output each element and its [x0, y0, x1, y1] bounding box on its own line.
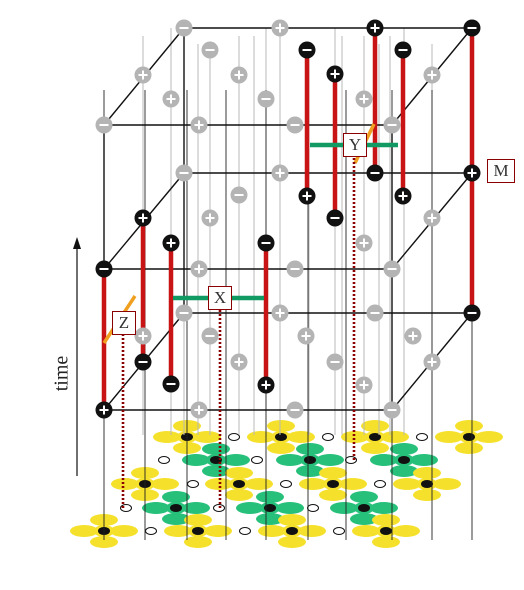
minus-charge-icon: [383, 401, 401, 419]
base-vertex-dot: [358, 504, 370, 512]
plus-charge-icon: [257, 376, 275, 394]
base-vertex-dot: [286, 527, 298, 535]
minus-charge-icon: [366, 304, 384, 322]
minus-charge-icon: [383, 116, 401, 134]
base-vertex-dot: [170, 504, 182, 512]
plus-charge-icon: [162, 234, 180, 252]
minus-charge-icon: [257, 90, 275, 108]
plus-charge-icon: [355, 90, 373, 108]
base-hollow-dot: [416, 433, 428, 441]
plus-charge-icon: [271, 164, 289, 182]
base-hollow-dot: [187, 480, 199, 488]
minus-charge-icon: [95, 260, 113, 278]
base-hollow-dot: [322, 433, 334, 441]
plus-charge-icon: [134, 209, 152, 227]
lattice-cube-edges: [103, 27, 473, 411]
time-arrow: [73, 237, 81, 476]
plus-charge-icon: [355, 234, 373, 252]
plus-charge-icon: [366, 19, 384, 37]
plus-charge-icon: [190, 116, 208, 134]
minus-charge-icon: [286, 116, 304, 134]
minus-charge-icon: [326, 209, 344, 227]
plus-charge-icon: [162, 90, 180, 108]
base-vertex-dot: [369, 433, 381, 441]
plus-charge-icon: [297, 327, 315, 345]
minus-charge-icon: [326, 353, 344, 371]
plus-charge-icon: [190, 260, 208, 278]
base-vertex-dot: [192, 527, 204, 535]
label-y: Y: [343, 133, 367, 157]
plus-charge-icon: [298, 187, 316, 205]
minus-charge-icon: [201, 41, 219, 59]
base-plaquette-layer: [70, 420, 503, 548]
base-hollow-dot: [239, 527, 251, 535]
minus-charge-icon: [463, 19, 481, 37]
plus-charge-icon: [326, 65, 344, 83]
base-hollow-dot: [280, 480, 292, 488]
minus-charge-icon: [463, 304, 481, 322]
minus-charge-icon: [286, 260, 304, 278]
time-axis-label: time: [50, 355, 73, 392]
base-hollow-dot: [374, 480, 386, 488]
plus-charge-icon: [463, 164, 481, 182]
base-vertex-dot: [233, 480, 245, 488]
plus-charge-icon: [134, 327, 152, 345]
minus-charge-icon: [175, 164, 193, 182]
plus-charge-icon: [423, 209, 441, 227]
base-hollow-dot: [145, 527, 157, 535]
minus-charge-icon: [394, 41, 412, 59]
charge-markers: [95, 19, 481, 419]
minus-charge-icon: [95, 116, 113, 134]
base-hollow-dot: [307, 504, 319, 512]
base-hollow-dot: [228, 433, 240, 441]
base-vertex-dot: [304, 456, 316, 464]
minus-charge-icon: [383, 260, 401, 278]
plus-charge-icon: [394, 187, 412, 205]
base-vertex-dot: [264, 504, 276, 512]
plus-charge-icon: [190, 401, 208, 419]
minus-charge-icon: [134, 353, 152, 371]
base-vertex-dot: [463, 433, 475, 441]
error-worldlines: [101, 28, 475, 410]
dotted-projections: [121, 158, 356, 510]
base-hollow-dot: [333, 527, 345, 535]
minus-charge-icon: [298, 41, 316, 59]
label-z: Z: [112, 311, 136, 335]
base-vertex-dot: [398, 456, 410, 464]
base-hollow-dot: [158, 456, 170, 464]
plus-charge-icon: [404, 327, 422, 345]
plus-charge-icon: [355, 376, 373, 394]
minus-charge-icon: [257, 234, 275, 252]
base-vertex-dot: [275, 433, 287, 441]
plus-charge-icon: [423, 353, 441, 371]
plus-charge-icon: [271, 304, 289, 322]
plus-charge-icon: [423, 66, 441, 84]
minus-charge-icon: [366, 164, 384, 182]
label-x: X: [208, 286, 232, 310]
minus-charge-icon: [162, 375, 180, 393]
base-vertex-dot: [421, 480, 433, 488]
plus-charge-icon: [230, 353, 248, 371]
plus-charge-icon: [201, 209, 219, 227]
base-vertex-dot: [327, 480, 339, 488]
plus-charge-icon: [134, 66, 152, 84]
minus-charge-icon: [175, 304, 193, 322]
plus-charge-icon: [95, 401, 113, 419]
minus-charge-icon: [286, 401, 304, 419]
label-m: M: [487, 159, 515, 183]
minus-charge-icon: [201, 327, 219, 345]
minus-charge-icon: [175, 19, 193, 37]
base-vertex-dot: [380, 527, 392, 535]
plus-charge-icon: [271, 19, 289, 37]
base-hollow-dot: [251, 456, 263, 464]
minus-charge-icon: [230, 186, 248, 204]
plus-charge-icon: [230, 66, 248, 84]
